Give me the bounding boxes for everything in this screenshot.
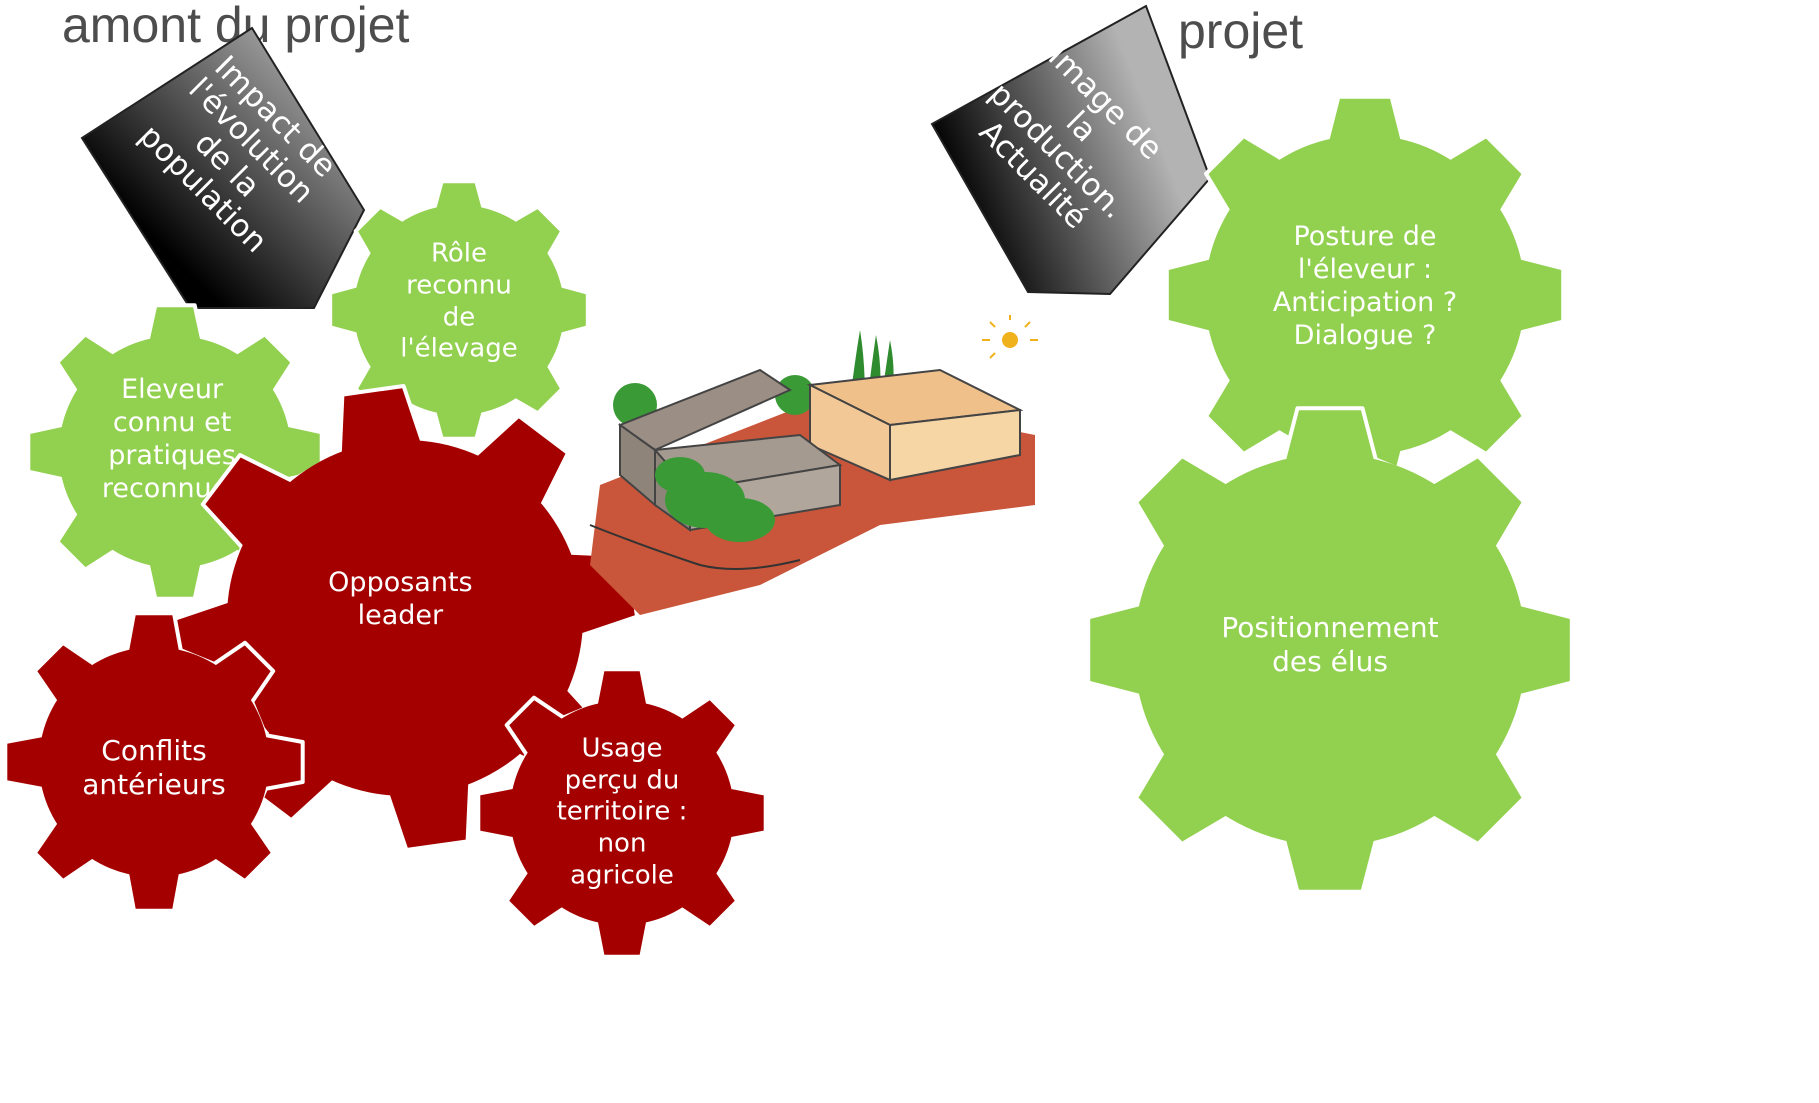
- gear-positionnement-elus-label: Positionnement des élus: [1221, 610, 1439, 679]
- gear-role-elevage-label: Rôle reconnu de l'élevage: [400, 238, 518, 364]
- gear-hub: [39, 647, 269, 877]
- gear-posture-eleveur-shape: [1164, 94, 1566, 496]
- gear-conflits-anterieurs-shape: [3, 611, 305, 913]
- gear-positionnement-elus-shape: [1086, 406, 1574, 894]
- gear-eleveur-connu-label: Eleveur connu et pratiques reconnues: [101, 374, 243, 504]
- gear-conflits-anterieurs: Conflits antérieurs: [3, 611, 305, 913]
- gear-conflits-anterieurs-label: Conflits antérieurs: [82, 733, 226, 801]
- gear-positionnement-elus: Positionnement des élus: [1086, 405, 1574, 895]
- gear-hub: [1205, 135, 1525, 455]
- gear-usage-territoire: Usage perçu du territoire : non agricole: [472, 667, 772, 959]
- gear-posture-eleveur-label: Posture de l'éleveur : Anticipation ? Di…: [1272, 221, 1458, 351]
- callout-population-shape: [80, 26, 366, 309]
- gear-hub: [1134, 454, 1526, 846]
- callout-production: Image de la production. Actualité: [928, 4, 1212, 296]
- farm-buildings-sketch-icon: [589, 314, 1038, 615]
- gear-hub: [510, 701, 734, 925]
- gear-role-elevage: Rôle reconnu de l'élevage: [328, 179, 590, 441]
- callout-production-shape: [930, 4, 1212, 296]
- callout-population: Impact de l'évolution de la population: [80, 20, 372, 310]
- farm-illustration: [580, 314, 1045, 615]
- gear-opposants-leader-label: Opposants leader: [328, 566, 473, 631]
- heading-right: projet: [1178, 3, 1304, 59]
- gear-usage-territoire-label: Usage perçu du territoire : non agricole: [556, 733, 688, 891]
- gear-hub: [354, 205, 564, 415]
- gear-posture-eleveur: Posture de l'éleveur : Anticipation ? Di…: [1164, 94, 1566, 496]
- gear-role-elevage-shape: [328, 179, 590, 441]
- gear-usage-territoire-shape: [476, 667, 768, 959]
- gear-hub: [227, 440, 583, 796]
